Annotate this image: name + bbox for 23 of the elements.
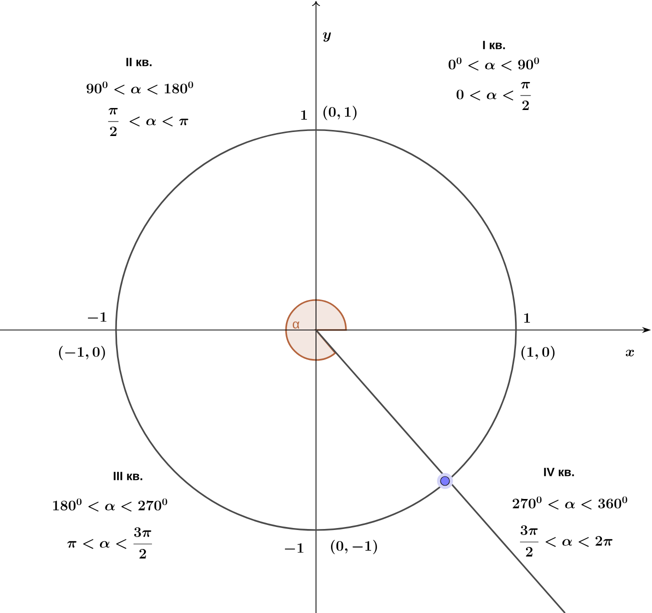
quadrant-label: III кв. — [114, 472, 142, 480]
inequality: $180^0 < \alpha < 270^0$ — [53, 498, 168, 512]
inequality: $270^0 < \alpha < 360^0$ — [512, 496, 628, 510]
quadrant-label: I кв. — [483, 40, 505, 50]
inequality: $0^0 < \alpha < 90^0$ — [448, 57, 540, 70]
tick-label: $1$ — [301, 110, 307, 120]
inequality: $0 < \alpha < \dfrac{\pi}{2}$ — [456, 82, 531, 110]
point-coordinate: $(0,1)$ — [323, 106, 356, 120]
point-coordinate: $(1,0)$ — [521, 346, 554, 360]
inequality: $\dfrac{\pi}{2}\ < \alpha < \pi$ — [108, 108, 188, 136]
quadrant-label: IV кв. — [544, 468, 574, 476]
tick-label: $-1$ — [284, 543, 304, 553]
quadrant-label: II кв. — [126, 58, 152, 66]
point-coordinate: $(0,-1)$ — [331, 540, 377, 554]
point-coordinate: $(-1,0)$ — [59, 346, 105, 360]
axis-label: $x$ — [626, 350, 634, 356]
tick-label: $-1$ — [88, 312, 106, 322]
angle-label: α — [292, 321, 300, 329]
axis-label: $y$ — [322, 32, 331, 42]
tick-label: $1$ — [524, 313, 530, 323]
inequality: $90^0 < \alpha < 180^0$ — [86, 81, 194, 94]
inequality: $\dfrac{3\pi}{2} < \alpha < 2\pi$ — [520, 525, 612, 556]
inequality: $\pi < \alpha < \dfrac{3\pi}{2}$ — [67, 527, 152, 558]
